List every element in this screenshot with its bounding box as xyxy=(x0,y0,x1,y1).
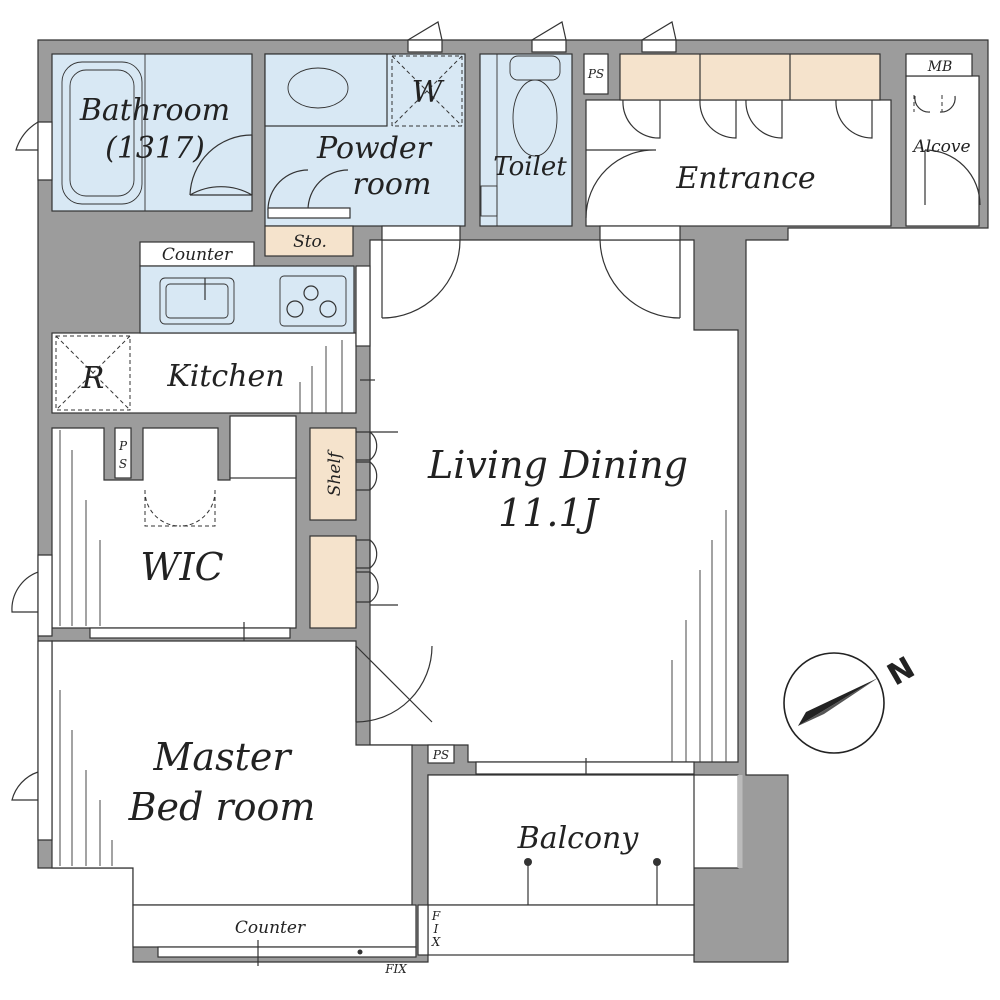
toilet-door[interactable] xyxy=(585,149,657,219)
bathtub xyxy=(61,61,143,205)
fix-vertical-i: I xyxy=(433,922,439,936)
living-door-right[interactable] xyxy=(599,239,681,319)
bathroom-size-label: (1317) xyxy=(105,131,205,166)
powder-room-label: Powder xyxy=(316,131,433,166)
exterior-door-wic[interactable] xyxy=(37,554,53,637)
toilet-bowl xyxy=(512,79,558,157)
living-dining-label: Living Dining xyxy=(427,443,688,487)
entrance-area xyxy=(585,99,892,227)
exterior-door-bath[interactable] xyxy=(37,121,53,181)
meter-box-label: MB xyxy=(927,59,953,75)
wic-window-hatch xyxy=(59,430,101,626)
washer-box xyxy=(391,55,463,127)
bedroom-door[interactable] xyxy=(355,645,433,723)
powder-room-door[interactable] xyxy=(267,169,349,211)
powder-room-vanity xyxy=(264,53,388,127)
shoe-cabinet xyxy=(619,53,881,101)
balcony-label: Balcony xyxy=(517,821,640,856)
toilet-label: Toilet xyxy=(493,152,567,182)
meter-box xyxy=(905,53,973,77)
kitchen-window-hatch xyxy=(299,340,343,413)
compass xyxy=(783,652,885,754)
kitchen-label: Kitchen xyxy=(166,359,284,394)
alcove-door[interactable] xyxy=(924,149,981,206)
washer-label: W xyxy=(412,75,445,110)
burner-icon xyxy=(319,300,337,318)
counter-label: Counter xyxy=(162,245,233,265)
wash-basin xyxy=(287,67,349,109)
pipe-space-top xyxy=(583,53,609,95)
bedroom-counter xyxy=(132,904,417,948)
bathroom-door[interactable] xyxy=(189,135,253,196)
master-bedroom-label-2: Bed room xyxy=(128,785,316,829)
master-bedroom-label: Master xyxy=(153,735,294,779)
balcony-rail xyxy=(427,904,695,956)
exterior-door-bedroom[interactable] xyxy=(37,640,53,841)
counter-label-box xyxy=(139,241,255,267)
gas-stove xyxy=(279,275,347,327)
kitchen-counter xyxy=(139,265,355,334)
burner-icon xyxy=(286,300,304,318)
living-dining-size-label: 11.1J xyxy=(498,491,600,535)
kitchen-area xyxy=(51,332,357,414)
fix-vertical-x: X xyxy=(431,935,441,949)
wic-label: WIC xyxy=(140,545,223,589)
alcove-label: Alcove xyxy=(911,137,970,157)
pipe-space-wic-s: S xyxy=(119,457,127,471)
bedroom-window xyxy=(157,946,417,958)
refrigerator-label: R xyxy=(81,361,105,396)
pipe-space-bedroom-label: PS xyxy=(432,748,449,762)
shelf-upper xyxy=(309,427,357,521)
pipe-space-wic xyxy=(114,427,132,479)
storage-label: Sto. xyxy=(293,232,327,252)
pipe-space-wic-p: P xyxy=(118,439,128,453)
entrance-label: Entrance xyxy=(675,161,815,196)
fix-window xyxy=(417,904,429,956)
kitchen-sink xyxy=(159,277,235,325)
bathtub-inner xyxy=(69,69,135,197)
living-window-hatch xyxy=(671,510,727,762)
fix-vertical-f: F xyxy=(431,909,441,923)
compass-north-label: N xyxy=(882,650,921,693)
pipe-space-top-label: PS xyxy=(587,67,604,81)
pipe-space-bedroom xyxy=(427,744,455,764)
shelf-label: Shelf xyxy=(325,449,345,496)
wic-sliding-door xyxy=(89,627,291,639)
balcony-area xyxy=(427,774,695,906)
bedroom-window-hatch xyxy=(59,690,113,866)
living-window-sill xyxy=(475,761,695,775)
powder-room-label-2: room xyxy=(353,167,432,202)
storage xyxy=(264,225,354,257)
bathroom-label: Bathroom xyxy=(79,93,230,128)
fix-bottom-label: FIX xyxy=(384,962,407,976)
burner-icon xyxy=(303,285,319,301)
refrigerator xyxy=(55,335,131,411)
shelf-lower xyxy=(309,535,357,629)
bedroom-counter-label: Counter xyxy=(235,918,306,938)
wic-nook xyxy=(229,415,297,479)
living-door-left[interactable] xyxy=(381,239,461,319)
alcove-area xyxy=(905,75,980,227)
